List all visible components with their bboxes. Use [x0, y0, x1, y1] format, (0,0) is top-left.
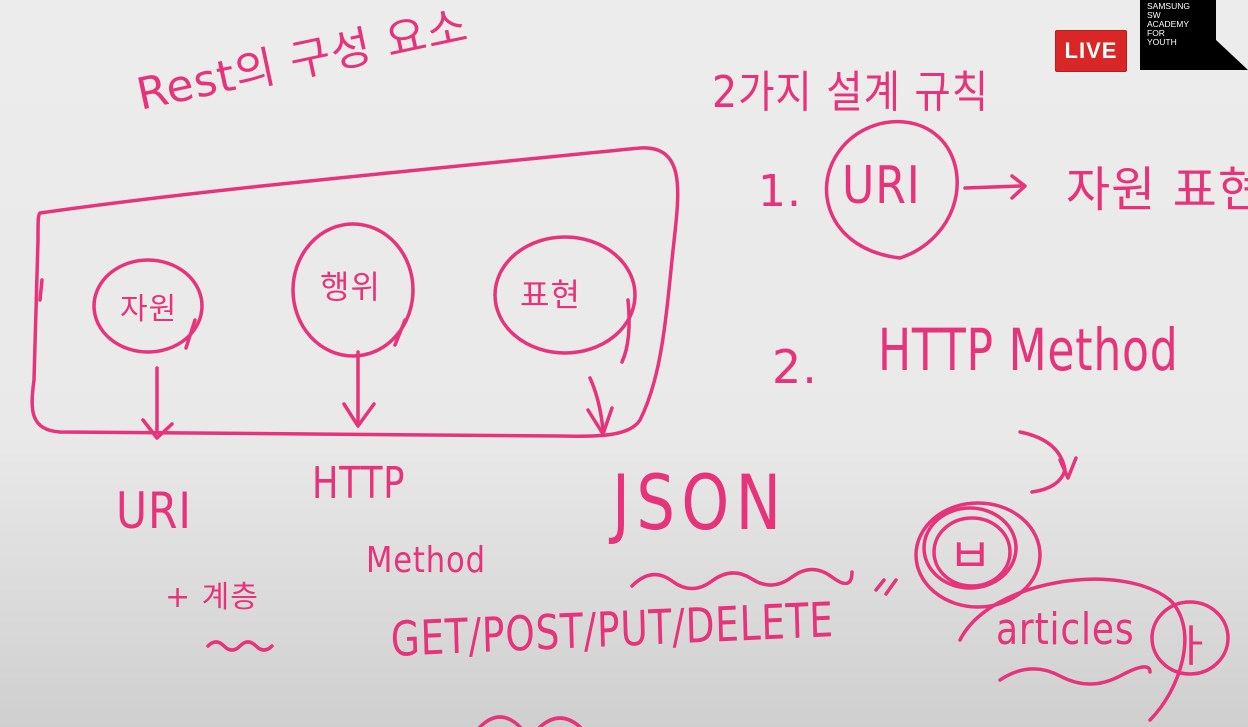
academy-logo-text: SAMSUNG SW ACADEMY FOR YOUTH [1147, 2, 1217, 47]
group-box [30, 146, 680, 439]
rule1-term: URI [842, 156, 921, 216]
logo-line: SW [1147, 10, 1161, 20]
json-label: JSON [612, 458, 788, 547]
live-badge: LIVE [1055, 30, 1127, 72]
http-label: HTTP [312, 458, 406, 509]
circled-glyph: ㅂ [948, 528, 994, 584]
hierarchy-label: + 계층 [165, 580, 259, 615]
resource-label: 자원 [120, 292, 178, 327]
uri-label: URI [116, 482, 192, 540]
verb-label: 행위 [320, 268, 381, 306]
representation-label: 표현 [520, 276, 581, 314]
rule2-term: HTTP Method [878, 316, 1179, 384]
verb-circle [291, 222, 415, 358]
logo-line: ACADEMY [1147, 19, 1190, 29]
articles-glyph-circle [1150, 600, 1230, 676]
logo-line: FOR [1147, 28, 1165, 38]
logo-line: SAMSUNG [1147, 1, 1190, 11]
rule1-desc: 자원 표현 [1066, 162, 1248, 218]
rules-title: 2가지 설계 규칙 [712, 67, 990, 118]
academy-logo-icon [1140, 0, 1248, 70]
method-label: Method [366, 540, 486, 581]
glyph-circle-outer [914, 501, 1042, 609]
articles-glyph: ㅏ [1172, 621, 1214, 672]
rule2-number: 2. [772, 340, 818, 394]
uri-circle [824, 120, 959, 260]
articles-circle [958, 577, 1187, 722]
logo-line: YOUTH [1147, 37, 1177, 47]
rule1-number: 1. [758, 166, 802, 217]
resource-circle [92, 258, 204, 354]
articles-label: articles [996, 604, 1135, 655]
representation-circle [493, 235, 637, 355]
